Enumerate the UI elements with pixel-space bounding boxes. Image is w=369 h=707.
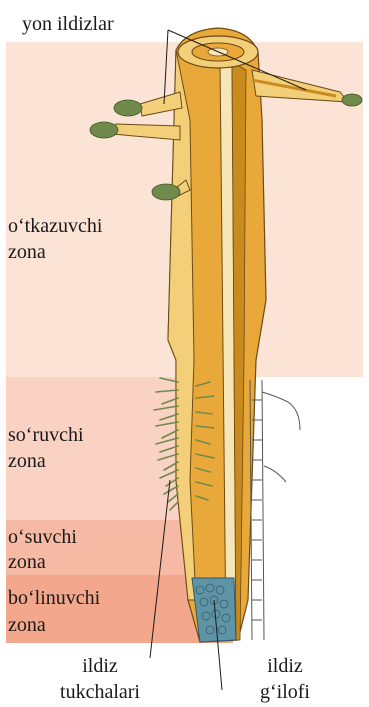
absorbing-zone-label-line1: so‘ruvchi	[8, 423, 84, 447]
conducting-zone-label-line2: zona	[8, 240, 46, 264]
lateral-root-right	[252, 70, 348, 102]
lateral-root-mid-left	[112, 124, 180, 140]
root-hairs-label-line1: ildiz	[40, 654, 160, 678]
growth-zone-label-line1: o‘suvchi	[8, 525, 77, 549]
absorbing-zone-label-line2: zona	[8, 449, 46, 473]
growth-zone-label-line2: zona	[8, 550, 46, 574]
root-cap-label-line1: ildiz	[230, 654, 340, 678]
root-cap-label-line2: g‘ilofi	[230, 680, 340, 704]
lateral-roots-label: yon ildizlar	[22, 12, 114, 36]
division-zone-label-line1: bo‘linuvchi	[8, 586, 100, 610]
division-zone-label-line2: zona	[8, 613, 46, 637]
root-hairs-label-line2: tukchalari	[40, 680, 160, 704]
conducting-zone-label-line1: o‘tkazuvchi	[8, 214, 102, 238]
